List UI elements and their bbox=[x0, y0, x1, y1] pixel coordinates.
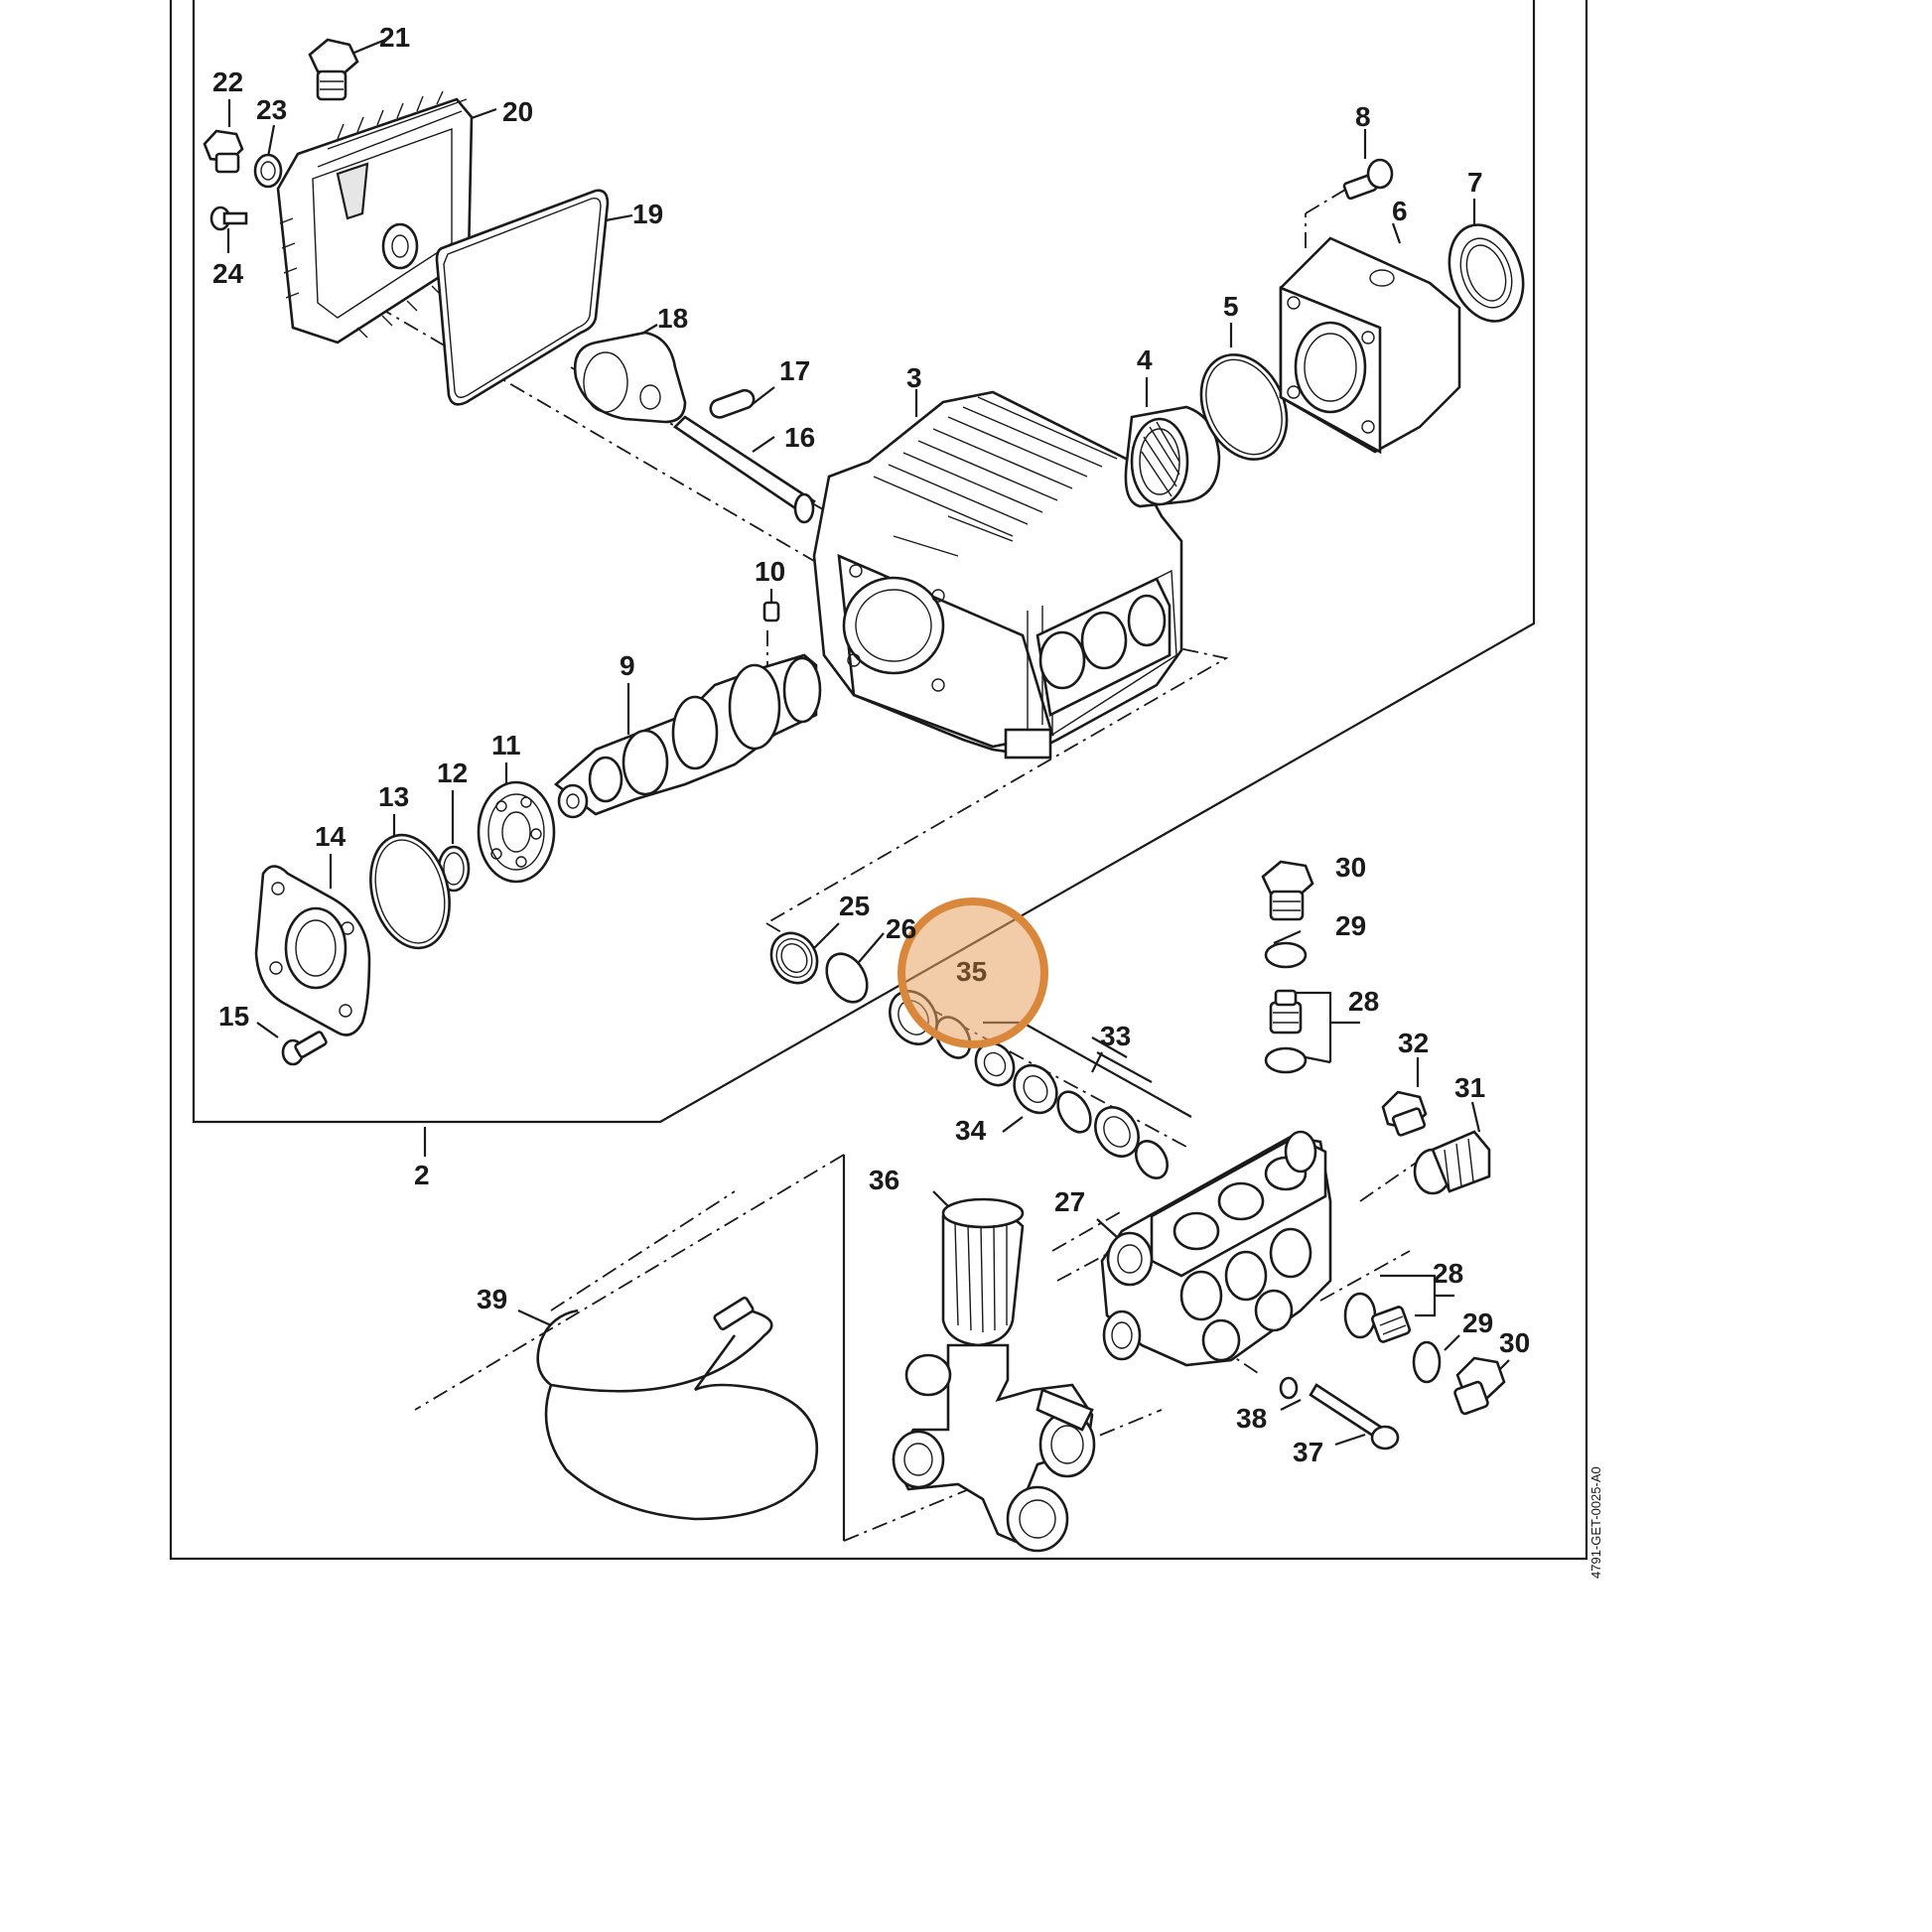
callout-25: 25 bbox=[839, 891, 870, 921]
callout-4: 4 bbox=[1137, 345, 1153, 375]
callout-32: 32 bbox=[1398, 1028, 1429, 1058]
callout-31: 31 bbox=[1454, 1072, 1485, 1103]
part-30-plug-lower bbox=[1453, 1356, 1506, 1416]
part-28-valve bbox=[1264, 989, 1308, 1074]
callout-7: 7 bbox=[1467, 167, 1483, 198]
frame-lines bbox=[169, 0, 1588, 1561]
highlight-marker bbox=[897, 897, 1048, 1048]
callout-24: 24 bbox=[212, 258, 244, 289]
part-7-seal bbox=[1448, 223, 1525, 323]
document-code: 4791-GET-0025-A0 bbox=[1588, 1466, 1603, 1579]
callout-10: 10 bbox=[755, 556, 785, 587]
callout-30: 30 bbox=[1335, 852, 1366, 883]
part-28-valve-lower bbox=[1343, 1292, 1411, 1343]
part-24-screw bbox=[209, 206, 248, 231]
part-29-ring bbox=[1264, 941, 1308, 969]
callout-9: 9 bbox=[620, 650, 635, 681]
callout-29: 29 bbox=[1335, 910, 1366, 941]
part-19-gasket bbox=[435, 189, 610, 406]
callout-28: 28 bbox=[1348, 986, 1379, 1017]
callout-6: 6 bbox=[1392, 196, 1408, 226]
part-21-plug bbox=[308, 38, 359, 101]
callout-5: 5 bbox=[1223, 291, 1239, 322]
part-6-housing bbox=[1279, 236, 1461, 455]
callout-13: 13 bbox=[378, 781, 409, 812]
part-13-oring bbox=[369, 833, 451, 950]
callout-36: 36 bbox=[869, 1165, 899, 1195]
part-36-unloader bbox=[892, 1197, 1096, 1553]
part-18-conrod bbox=[573, 331, 687, 424]
part-14-flange bbox=[254, 865, 371, 1036]
part-32-plug bbox=[1381, 1090, 1428, 1137]
callout-33: 33 bbox=[1100, 1021, 1131, 1051]
callout-3: 3 bbox=[906, 362, 922, 393]
callout-18: 18 bbox=[657, 303, 688, 334]
part-15-screw bbox=[281, 1031, 328, 1066]
callout-37: 37 bbox=[1293, 1437, 1323, 1467]
callout-11: 11 bbox=[491, 730, 521, 760]
part-23-washer bbox=[253, 153, 283, 189]
callout-30-lower: 30 bbox=[1499, 1327, 1530, 1358]
part-11-ballbearing bbox=[477, 780, 556, 884]
callout-28-lower: 28 bbox=[1433, 1258, 1463, 1289]
part-8-screw bbox=[1342, 158, 1394, 201]
part-38-washer bbox=[1279, 1376, 1299, 1400]
callout-12: 12 bbox=[437, 758, 468, 788]
callout-21: 21 bbox=[379, 22, 410, 53]
callout-22: 22 bbox=[212, 67, 243, 97]
callout-20: 20 bbox=[502, 96, 533, 127]
part-39-hose bbox=[536, 1296, 819, 1521]
callout-23: 23 bbox=[256, 94, 287, 125]
part-29-ring-lower bbox=[1412, 1340, 1442, 1384]
callout-27: 27 bbox=[1054, 1186, 1085, 1217]
callout-15: 15 bbox=[218, 1001, 249, 1032]
callout-2: 2 bbox=[414, 1160, 430, 1190]
part-10-grubscrew bbox=[762, 601, 780, 622]
part-27-manifold bbox=[1100, 1130, 1332, 1367]
callout-14: 14 bbox=[315, 821, 346, 852]
callout-19: 19 bbox=[632, 199, 663, 229]
callout-39: 39 bbox=[477, 1284, 507, 1314]
part-17-pin bbox=[709, 388, 756, 419]
callout-17: 17 bbox=[779, 355, 810, 386]
part-4-bearing bbox=[1124, 405, 1221, 508]
callout-38: 38 bbox=[1236, 1403, 1267, 1434]
part-3-crankcase bbox=[812, 390, 1183, 759]
callout-16: 16 bbox=[784, 422, 815, 453]
callout-34: 34 bbox=[955, 1115, 987, 1146]
part-16-piston bbox=[672, 415, 816, 524]
callout-35: 35 bbox=[956, 956, 987, 987]
part-33-seal-set bbox=[974, 1041, 1170, 1179]
part-26-oring bbox=[825, 952, 869, 1004]
callout-labels: 21 22 23 20 19 24 18 17 16 3 4 5 6 7 8 1… bbox=[212, 22, 1530, 1467]
part-20-cover bbox=[276, 90, 474, 345]
part-31-fitting bbox=[1413, 1130, 1491, 1195]
callout-8: 8 bbox=[1355, 101, 1371, 132]
part-25-seal bbox=[769, 931, 819, 985]
part-30-plug bbox=[1261, 860, 1314, 921]
part-37-bolt bbox=[1309, 1383, 1400, 1450]
part-9-crankshaft bbox=[553, 653, 822, 819]
callout-26: 26 bbox=[886, 913, 916, 944]
callout-29-lower: 29 bbox=[1462, 1308, 1493, 1338]
part-22-bolt bbox=[203, 129, 244, 174]
